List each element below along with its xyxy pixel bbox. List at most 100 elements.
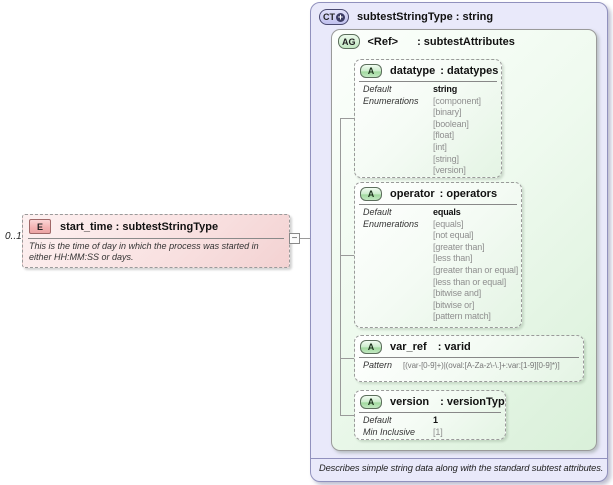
property-row: [less than] (363, 253, 519, 265)
property-label: Default (363, 207, 392, 217)
property-label (363, 277, 433, 289)
property-value: [version] (433, 165, 466, 176)
attribute-name: var_ref (390, 341, 427, 353)
attribute-group-type: : subtestAttributes (417, 35, 515, 48)
property-list: Default string Enumerations [component] … (355, 82, 501, 177)
divider (359, 204, 517, 205)
attribute-badge-icon: A (360, 395, 382, 409)
property-label (363, 300, 433, 312)
property-label: Pattern (363, 360, 393, 370)
cardinality-label: 0..1 (5, 231, 22, 242)
property-value: [not equal] (433, 230, 474, 241)
property-label (363, 311, 433, 323)
attribute-header: A version : versionType (355, 391, 505, 411)
property-list: Default equals Enumerations [equals] [no… (355, 205, 521, 325)
property-list: Pattern [(var-[0-9]+)|(oval:[A-Za-z\-\.]… (355, 358, 583, 374)
complex-type-header: CT + subtestStringType : string (319, 9, 493, 25)
property-label: Enumerations (363, 95, 419, 106)
property-value: 1 (433, 415, 438, 425)
property-row: [float] (363, 130, 499, 142)
property-label (363, 242, 433, 254)
connector-line (300, 238, 311, 239)
divider (359, 357, 579, 358)
tree-line-stub (341, 415, 354, 416)
property-row: Default string (363, 84, 499, 96)
attribute-group-header: AG <Ref> : subtestAttributes (338, 34, 515, 49)
property-label: Default (363, 415, 392, 425)
property-value: [1] (433, 426, 443, 437)
attribute-type: : operators (439, 188, 498, 200)
complex-type-badge-label: CT (323, 12, 335, 22)
element-badge-icon: E (29, 219, 51, 234)
attribute-badge-icon: A (360, 340, 382, 354)
property-value: [(var-[0-9]+)|(oval:[A-Za-z\-\.]+:var:[1… (403, 361, 560, 370)
property-row: Enumerations [equals] (363, 219, 519, 231)
property-value: equals (433, 207, 461, 217)
complex-type-node: CT + subtestStringType : string AG <Ref>… (310, 2, 608, 482)
element-node-start-time[interactable]: E start_time : subtestStringType This is… (22, 214, 290, 268)
property-row: Default equals (363, 207, 519, 219)
property-row: [greater than] (363, 242, 519, 254)
complex-type-annotation: Describes simple string data along with … (319, 463, 604, 473)
property-value: [equals] (433, 218, 464, 229)
property-row: [binary] (363, 107, 499, 119)
tree-line-vertical (340, 118, 341, 416)
property-label (363, 119, 433, 131)
property-label: Default (363, 84, 392, 94)
property-value: [binary] (433, 107, 462, 118)
property-label (363, 253, 433, 265)
property-row: [greater than or equal] (363, 265, 519, 277)
divider (359, 81, 497, 82)
attribute-name: operator (390, 188, 435, 200)
property-value: [string] (433, 153, 459, 164)
property-row: [not equal] (363, 230, 519, 242)
element-title: start_time : subtestStringType (60, 220, 219, 233)
divider (359, 412, 501, 413)
tree-line-stub (341, 358, 354, 359)
collapse-toggle-icon[interactable]: − (289, 233, 300, 244)
attribute-badge-icon: A (360, 187, 382, 201)
property-row: [int] (363, 142, 499, 154)
property-row: [pattern match] (363, 311, 519, 323)
property-value: [float] (433, 130, 454, 141)
attribute-node-operator: A operator : operators Default equals En… (354, 182, 522, 328)
property-row: [boolean] (363, 119, 499, 131)
property-row: Default 1 (363, 415, 503, 427)
property-row: [bitwise or] (363, 300, 519, 312)
property-label (363, 165, 433, 177)
divider (311, 458, 607, 459)
property-label (363, 154, 433, 166)
property-value: string (433, 84, 458, 94)
property-row: [string] (363, 154, 499, 166)
property-label (363, 142, 433, 154)
divider (28, 238, 284, 239)
property-value: [int] (433, 141, 447, 152)
property-row: [version] (363, 165, 499, 177)
attribute-node-var-ref: A var_ref : varid Pattern [(var-[0-9]+)|… (354, 335, 584, 382)
property-label (363, 288, 433, 300)
property-row: Pattern [(var-[0-9]+)|(oval:[A-Za-z\-\.]… (363, 360, 581, 372)
property-value: [less than or equal] (433, 276, 507, 287)
property-value: [bitwise or] (433, 299, 475, 310)
attribute-header: A var_ref : varid (355, 336, 583, 356)
property-value: [pattern match] (433, 311, 491, 322)
property-value: [bitwise and] (433, 288, 482, 299)
attribute-group-name: <Ref> (367, 35, 399, 48)
complex-type-badge-icon: CT + (319, 9, 349, 25)
attribute-type: : varid (437, 341, 471, 353)
property-row: Min Inclusive [1] (363, 427, 503, 439)
tree-line-stub (341, 118, 354, 119)
attribute-group-node: AG <Ref> : subtestAttributes A datatype … (331, 29, 597, 451)
attribute-name: datatype (390, 65, 436, 77)
attribute-type: : datatypes (440, 65, 499, 77)
attribute-header: A datatype : datatypes (355, 60, 501, 80)
property-label (363, 265, 433, 277)
property-value: [less than] (433, 253, 473, 264)
property-row: [bitwise and] (363, 288, 519, 300)
property-list: Default 1 Min Inclusive [1] (355, 413, 505, 439)
property-row: Enumerations [component] (363, 96, 499, 108)
property-value: [greater than or equal] (433, 264, 519, 275)
expand-toggle-icon[interactable]: + (336, 11, 345, 22)
property-label: Min Inclusive (363, 426, 416, 437)
